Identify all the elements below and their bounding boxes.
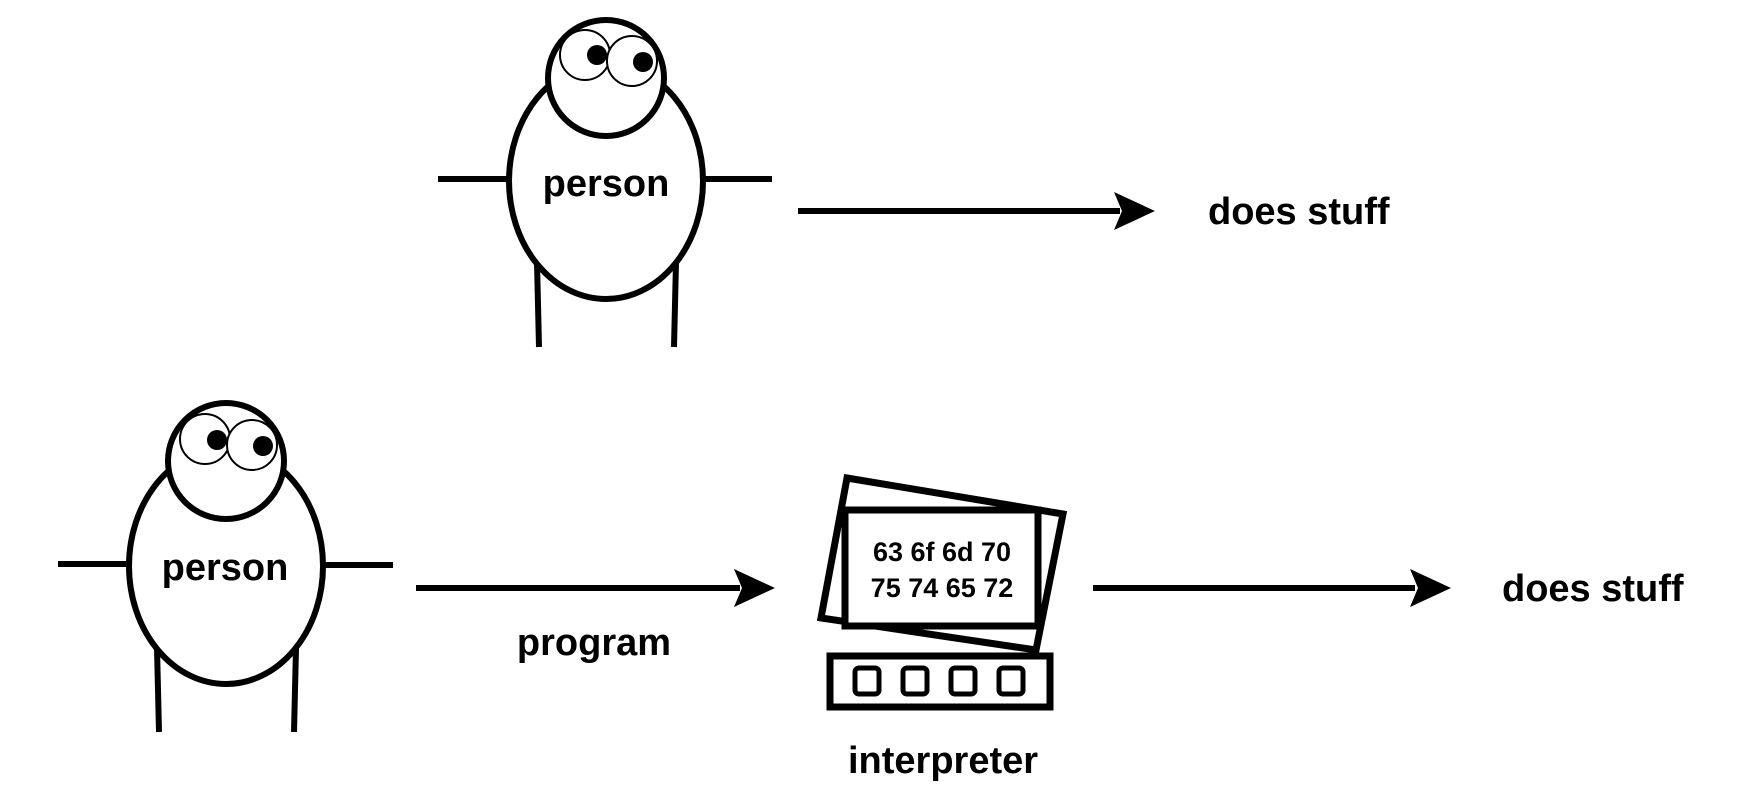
top-person-eyes	[559, 29, 658, 87]
key-1	[852, 665, 882, 697]
key-3	[948, 665, 978, 697]
computer-keys	[852, 665, 1026, 697]
program-arrow	[416, 569, 775, 607]
bottom-person-label: person	[162, 547, 289, 589]
top-person-left-leg	[534, 261, 542, 348]
key-2	[900, 665, 930, 697]
screen-line-2: 75 74 65 72	[871, 573, 1014, 603]
bottom-person-figure	[58, 400, 393, 733]
top-person-left-pupil	[587, 45, 607, 65]
bottom-person-eyes	[179, 413, 278, 471]
bottom-person-right-pupil	[253, 436, 273, 456]
program-arrow-head	[734, 569, 775, 607]
screen-line-1: 63 6f 6d 70	[873, 537, 1011, 567]
interpreter-label: interpreter	[848, 740, 1038, 782]
top-arrow	[798, 192, 1155, 230]
bottom-result-label: does stuff	[1502, 568, 1684, 610]
bottom-person-left-pupil	[207, 430, 227, 450]
top-person-right-leg	[671, 261, 679, 348]
bottom-person-right-leg	[291, 647, 299, 733]
top-person-right-eye	[606, 35, 658, 87]
bottom-person-right-eye	[226, 419, 278, 471]
top-result-label: does stuff	[1208, 191, 1390, 233]
bottom-person-left-leg	[154, 647, 162, 733]
top-arrow-head	[1114, 192, 1155, 230]
key-4	[996, 665, 1026, 697]
top-person-label: person	[543, 163, 670, 205]
result-arrow	[1093, 569, 1451, 607]
program-label: program	[517, 622, 671, 664]
computer-screen	[841, 506, 1042, 630]
computer-icon	[816, 473, 1068, 711]
top-person-right-pupil	[633, 52, 653, 72]
result-arrow-head	[1410, 569, 1451, 607]
